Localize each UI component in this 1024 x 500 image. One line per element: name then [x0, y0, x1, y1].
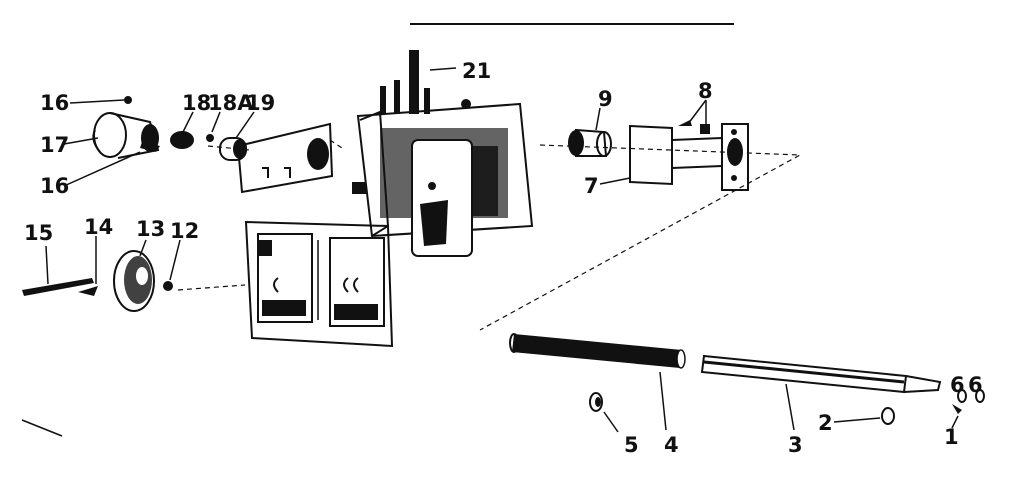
- callout-6-right: 6: [968, 373, 983, 397]
- callout-17: 17: [40, 133, 69, 157]
- assembly-guide-lines: [177, 139, 803, 331]
- front-dial-panel: [244, 220, 394, 348]
- part-1-retainer: [952, 404, 962, 414]
- main-timer-mechanism: [352, 102, 534, 257]
- callout-6-left: 6: [950, 373, 965, 397]
- part-5-ring: [589, 392, 603, 412]
- part-16-screw-top: [124, 96, 132, 104]
- part-17-knob-housing: [92, 112, 160, 159]
- callout-16-bottom: 16: [40, 174, 69, 198]
- callout-18a: 18A: [208, 91, 254, 115]
- callout-1: 1: [944, 425, 959, 449]
- callout-9: 9: [598, 87, 613, 111]
- part-12-screw: [163, 281, 173, 291]
- callout-4: 4: [664, 433, 679, 457]
- part-18a-clip: [206, 134, 214, 142]
- callout-8: 8: [698, 79, 713, 103]
- callout-18: 18: [182, 91, 211, 115]
- part-18-sleeve: [170, 131, 194, 149]
- callout-2: 2: [818, 411, 833, 435]
- part-7-motor-bracket: [629, 123, 749, 191]
- part-16-screw-bottom: [140, 142, 160, 152]
- callout-14: 14: [84, 215, 113, 239]
- part-21-contact-pins: [380, 50, 471, 114]
- callout-15: 15: [24, 221, 53, 245]
- part-6-clips: [957, 389, 985, 403]
- part-14-pointer: [78, 286, 98, 296]
- part-19-bushing: [219, 137, 247, 161]
- leader-lines: [45, 67, 959, 433]
- part-3-shaft: [700, 354, 942, 394]
- callout-12: 12: [170, 219, 199, 243]
- callout-19: 19: [246, 91, 275, 115]
- part-2-washer: [881, 407, 895, 425]
- part-4-tube: [509, 333, 686, 369]
- callout-21: 21: [462, 59, 491, 83]
- part-8-screws: [678, 120, 710, 134]
- callout-7: 7: [584, 174, 599, 198]
- callout-13: 13: [136, 217, 165, 241]
- mounting-bracket-plate: [236, 122, 334, 194]
- part-13-dial-knob: [113, 250, 155, 312]
- callout-5: 5: [624, 433, 639, 457]
- callout-3: 3: [788, 433, 803, 457]
- part-9-coupling: [568, 128, 612, 157]
- part-15-rod: [22, 278, 94, 296]
- stray-mark: [21, 419, 63, 437]
- callout-16-top: 16: [40, 91, 69, 115]
